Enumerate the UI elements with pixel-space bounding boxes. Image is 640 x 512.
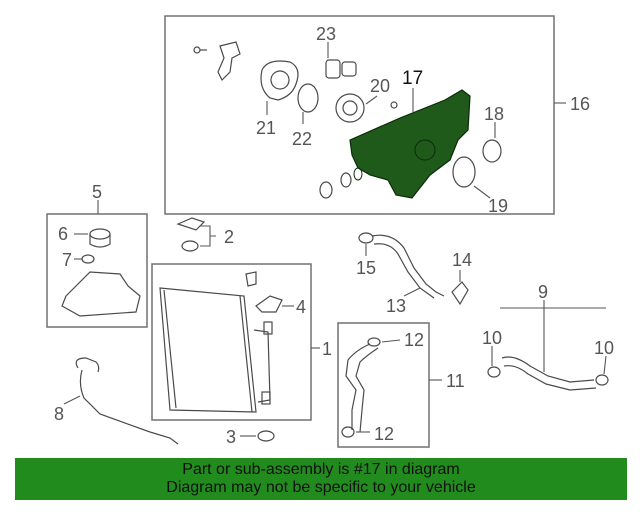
group-box-1 <box>151 263 312 421</box>
callout-20: 20 <box>370 76 390 96</box>
sensor-23 <box>325 59 357 79</box>
radiator-1 <box>159 287 273 413</box>
bolt-icon <box>193 46 207 54</box>
hose-13 <box>371 234 445 299</box>
bracket-icon <box>217 41 241 82</box>
callout-12-bottom: 12 <box>374 424 394 444</box>
callout-6: 6 <box>58 224 68 244</box>
callout-1: 1 <box>322 339 332 359</box>
hose-11 <box>345 343 379 433</box>
callout-14: 14 <box>452 250 472 270</box>
thermostat-20 <box>335 93 365 123</box>
clamp-15 <box>358 232 374 244</box>
callout-3: 3 <box>226 427 236 447</box>
clamp-12-bottom <box>341 426 355 438</box>
water-outlet-21 <box>260 60 299 101</box>
callout-2: 2 <box>224 227 234 247</box>
group-box-5 <box>46 213 148 328</box>
callout-8: 8 <box>54 404 64 424</box>
gasket-22 <box>297 83 319 113</box>
seal-18 <box>482 139 502 163</box>
hose-9 <box>501 356 597 391</box>
notice-banner: Part or sub-assembly is #17 in diagram D… <box>15 458 627 500</box>
banner-line-1: Part or sub-assembly is #17 in diagram <box>182 461 460 478</box>
leader-19 <box>473 185 491 199</box>
callout-21: 21 <box>256 118 276 138</box>
callout-9: 9 <box>538 282 548 302</box>
reservoir-tank <box>61 271 141 317</box>
thermostat-housing-17 <box>349 89 471 199</box>
o-ring-icon <box>319 181 333 199</box>
clamp-10-right <box>595 374 609 386</box>
group-box-11 <box>337 322 430 448</box>
bracket-icon <box>245 271 257 287</box>
gasket-14 <box>451 281 469 306</box>
callout-7: 7 <box>62 250 72 270</box>
cap-3 <box>257 430 275 442</box>
leader-12-top <box>381 339 401 343</box>
hose-8 <box>75 357 179 445</box>
clamp-10-left <box>487 366 501 378</box>
cap-2 <box>176 217 206 252</box>
banner-line-2: Diagram may not be specific to your vehi… <box>166 479 476 496</box>
o-ring-icon <box>340 172 352 188</box>
callout-17: 17 <box>402 68 423 89</box>
callout-11: 11 <box>446 371 465 391</box>
callout-23: 23 <box>316 24 336 44</box>
callout-5: 5 <box>92 182 102 202</box>
callout-22: 22 <box>292 129 312 149</box>
leader-8 <box>63 395 81 405</box>
reservoir-cap-6 <box>89 228 111 248</box>
clip-icon <box>390 101 398 109</box>
group-box-16 <box>164 15 555 215</box>
leader-13 <box>403 287 421 297</box>
callout-18: 18 <box>484 104 504 124</box>
callout-13: 13 <box>386 296 406 316</box>
clamp-12-top <box>367 337 381 347</box>
callout-4: 4 <box>296 297 306 317</box>
leader-2 <box>200 225 216 247</box>
callout-10-right: 10 <box>594 338 614 358</box>
mount-4 <box>255 295 283 313</box>
gasket-19 <box>452 156 476 188</box>
callout-19: 19 <box>488 196 508 216</box>
seal-7 <box>81 254 95 264</box>
callout-16: 16 <box>570 94 590 114</box>
callout-10-left: 10 <box>482 328 502 348</box>
callout-12-top: 12 <box>404 330 424 350</box>
leader-20 <box>365 95 378 105</box>
leader-10-right <box>603 355 607 375</box>
leader-9 <box>500 300 606 372</box>
callout-15: 15 <box>356 258 376 278</box>
